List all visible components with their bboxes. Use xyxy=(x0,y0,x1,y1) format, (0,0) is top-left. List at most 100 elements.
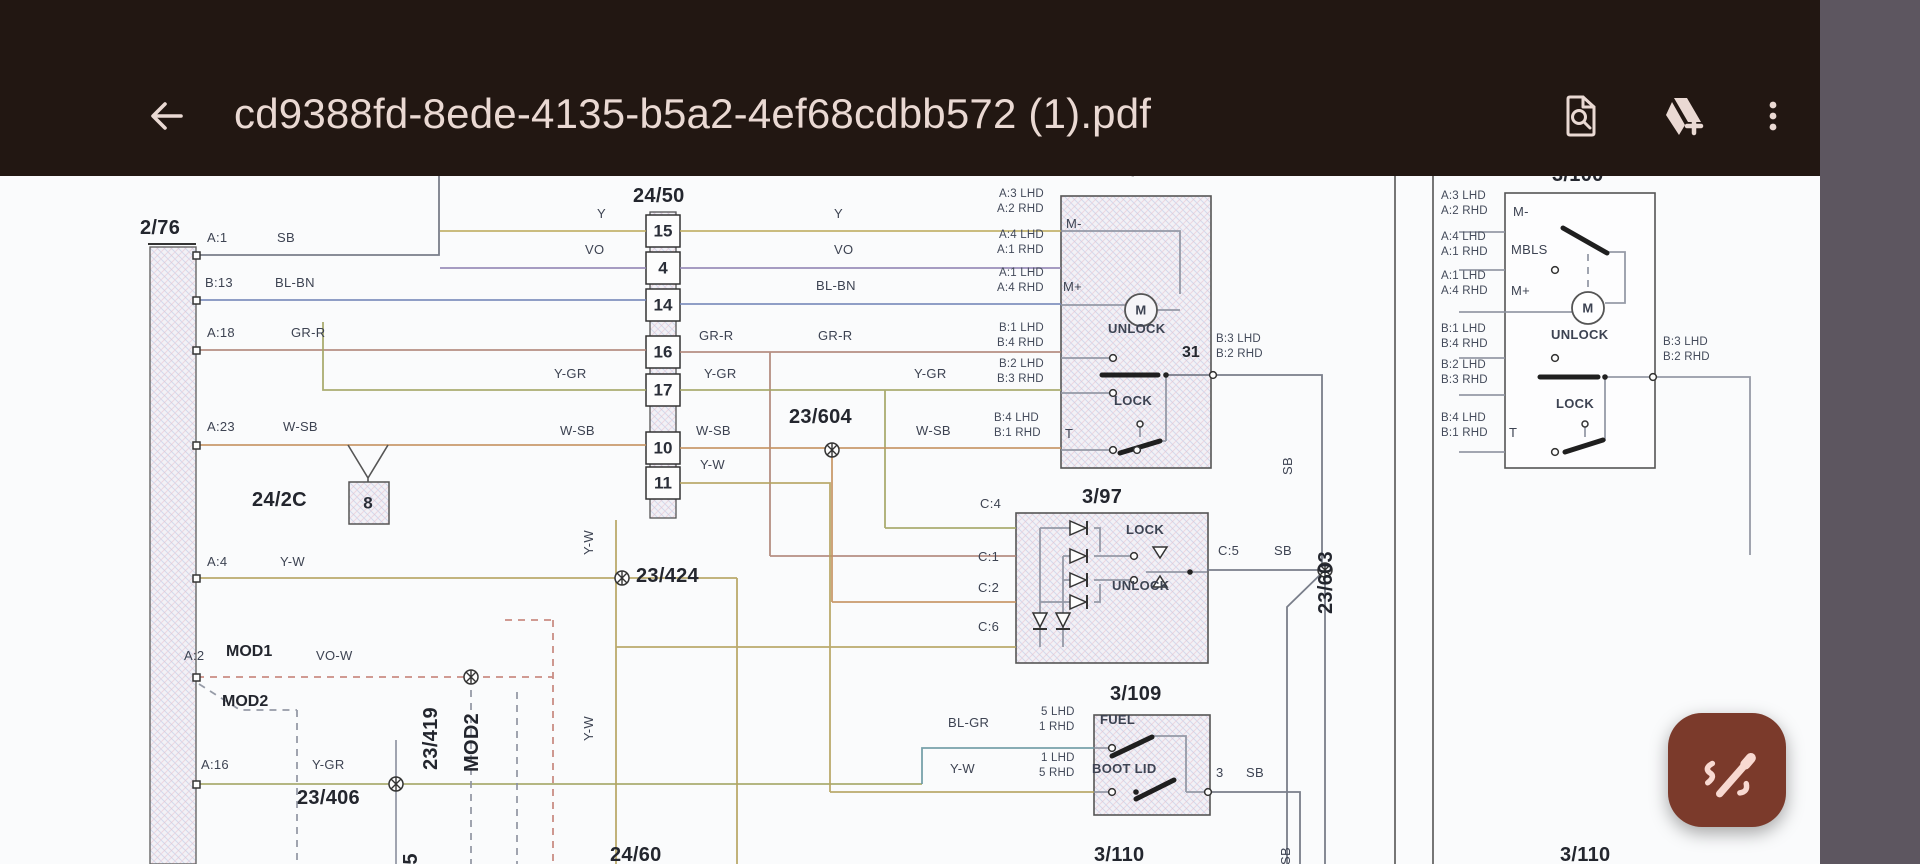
wire-label: BL-BN xyxy=(816,278,856,293)
pin-designation-label: B:2 LHD xyxy=(999,358,1044,370)
wire-label: M xyxy=(1135,302,1147,318)
wire-label: Y-GR xyxy=(704,366,737,381)
pin-designation-label: B:3 LHD xyxy=(1663,336,1708,348)
find-in-document-button[interactable] xyxy=(1557,92,1605,140)
wire-label: MBLS xyxy=(1511,242,1548,257)
component-id-label: 3/109 xyxy=(1110,683,1162,705)
wire-label: BOOT LID xyxy=(1092,761,1157,776)
wire-label: Y-W xyxy=(581,716,596,741)
pin-designation-label: B:1 LHD xyxy=(1441,323,1486,335)
wire-label: B:13 xyxy=(205,275,233,290)
document-title: cd9388fd-8ede-4135-b5a2-4ef68cdbb572 (1)… xyxy=(234,90,1152,137)
wire-label: W-SB xyxy=(916,423,951,438)
pin-designation-label: B:4 LHD xyxy=(994,412,1039,424)
component-id-label: 2/76 xyxy=(140,217,181,239)
pin-number-label: 11 xyxy=(654,473,672,493)
wire-label: M+ xyxy=(1063,279,1083,294)
wire-label: SB xyxy=(1280,457,1295,475)
pin-designation-label: A:4 RHD xyxy=(997,282,1044,294)
component-id-label: 3/110 xyxy=(1094,844,1145,864)
wire-label: GR-R xyxy=(699,328,734,343)
component-id-label: 24/50 xyxy=(633,185,685,207)
wire-label: SB xyxy=(1246,765,1264,780)
wire-label: VO-W xyxy=(316,648,353,663)
wire-label: Y xyxy=(597,206,606,221)
wire-label: LOCK xyxy=(1556,396,1595,411)
pin-designation-label: A:1 LHD xyxy=(1441,270,1486,282)
pin-designation-label: B:2 LHD xyxy=(1441,359,1486,371)
wire-label: VO xyxy=(834,242,854,257)
component-id-label: 23/424 xyxy=(636,565,699,587)
pin-designation-label: B:4 RHD xyxy=(997,337,1044,349)
wire-label: Y-GR xyxy=(312,757,345,772)
add-to-drive-button[interactable] xyxy=(1657,92,1705,140)
component-id-label: 23/406 xyxy=(297,787,360,809)
pin-designation-label: B:1 LHD xyxy=(999,322,1044,334)
wire-label: LOCK xyxy=(1114,393,1153,408)
wire-label: Y-W xyxy=(950,761,975,776)
wire-label: FUEL xyxy=(1100,712,1136,727)
pin-number-label: 17 xyxy=(653,380,673,400)
wire-label: M- xyxy=(1066,216,1082,231)
wire-label: A:2 xyxy=(184,648,205,663)
pin-designation-label: 5 RHD xyxy=(1039,767,1075,779)
wire-label: SB xyxy=(1278,847,1293,864)
back-button[interactable] xyxy=(142,92,190,140)
component-id-label: 25 xyxy=(400,853,422,864)
wire-label: BL-BN xyxy=(275,275,315,290)
pin-designation-label: B:1 RHD xyxy=(994,427,1041,439)
pin-designation-label: B:2 RHD xyxy=(1663,351,1710,363)
pin-designation-label: 5 LHD xyxy=(1041,706,1075,718)
pin-number-label: 8 xyxy=(363,493,373,513)
screen-edge-panel xyxy=(1820,0,1920,864)
pin-designation-label: A:1 RHD xyxy=(997,244,1044,256)
wire-label: C:6 xyxy=(978,619,1000,634)
component-id-label: 3/97 xyxy=(1082,486,1123,508)
wire-label: C:4 xyxy=(980,496,1002,511)
wire-label: W-SB xyxy=(283,419,318,434)
component-id-label: 24/60 xyxy=(610,844,662,864)
wire-label: M+ xyxy=(1511,283,1531,298)
pin-designation-label: 1 LHD xyxy=(1041,752,1075,764)
pin-number-label: 14 xyxy=(653,295,673,315)
pin-designation-label: A:2 RHD xyxy=(1441,205,1488,217)
wire-label: A:23 xyxy=(207,419,235,434)
wire-label: SB xyxy=(1274,543,1292,558)
pin-designation-label: 1 RHD xyxy=(1039,721,1075,733)
wire-label: Y-W xyxy=(280,554,305,569)
wire-label: GR-R xyxy=(818,328,853,343)
pin-designation-label: B:4 RHD xyxy=(1441,338,1488,350)
wire-label: A:16 xyxy=(201,757,229,772)
pin-designation-label: A:3 LHD xyxy=(999,188,1044,200)
wire-label: C:2 xyxy=(978,580,1000,595)
arrow-left-icon xyxy=(142,92,190,140)
wire-label: A:1 xyxy=(207,230,228,245)
wire-label: A:4 xyxy=(207,554,228,569)
pin-designation-label: A:4 LHD xyxy=(1441,231,1486,243)
pin-designation-label: A:2 RHD xyxy=(997,203,1044,215)
more-options-button[interactable] xyxy=(1749,92,1797,140)
wire-label: UNLOCK xyxy=(1551,327,1609,342)
app-bar-background xyxy=(0,0,1920,176)
pin-designation-label: B:3 RHD xyxy=(997,373,1044,385)
annotate-fab[interactable] xyxy=(1668,713,1786,827)
pin-number-label: 4 xyxy=(658,258,668,278)
wire-label: 3 xyxy=(1216,765,1224,780)
component-id-label: 3/110 xyxy=(1560,844,1611,864)
pin-number-label: 15 xyxy=(653,221,673,241)
component-id-label: 23/604 xyxy=(789,406,852,428)
component-id-label: 23/419 xyxy=(420,707,442,770)
wire-label: VO xyxy=(585,242,605,257)
wire-label: LOCK xyxy=(1126,522,1165,537)
wire-label: BL-GR xyxy=(948,715,990,730)
wire-label: SB xyxy=(277,230,295,245)
wire-label: W-SB xyxy=(696,423,731,438)
wire-label: C:1 xyxy=(978,549,1000,564)
component-id-label: 23/603 xyxy=(1315,551,1337,614)
pin-designation-label: B:3 LHD xyxy=(1216,333,1261,345)
wire-label: C:5 xyxy=(1218,543,1240,558)
wire-label: Y-GR xyxy=(554,366,587,381)
wire-label: Y xyxy=(834,206,843,221)
